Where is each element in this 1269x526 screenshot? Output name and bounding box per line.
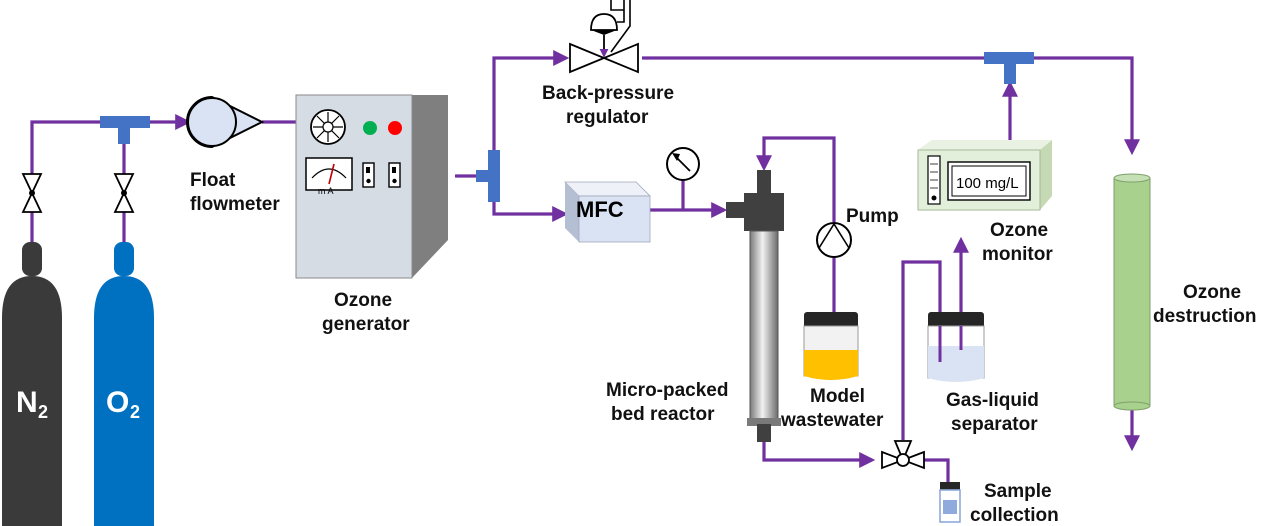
n2-shutoff-valve[interactable] xyxy=(21,173,43,213)
ozone-monitor-label-1: Ozone xyxy=(990,220,1048,241)
float-flowmeter-label-1: Float xyxy=(190,170,236,191)
ammeter-icon: m A xyxy=(305,157,353,196)
pipe-valve-to-sample xyxy=(922,458,950,482)
monitor-reading: 100 mg/L xyxy=(956,175,1019,192)
pressure-gauge-icon xyxy=(666,147,700,181)
n2-label: N xyxy=(16,386,38,419)
pipe-to-bpr xyxy=(492,50,570,150)
sample-label-2: collection xyxy=(970,505,1059,526)
float-flowmeter xyxy=(186,95,265,149)
sample-collection-vial xyxy=(939,482,961,523)
ozone-generator-label-1: Ozone xyxy=(334,290,392,311)
float-flowmeter-label-2: flowmeter xyxy=(190,194,280,215)
pipe-pump-to-reactor xyxy=(756,136,836,222)
gas-mixing-tee xyxy=(100,116,150,144)
top-tee xyxy=(984,52,1034,84)
ozone-generator: m A xyxy=(295,94,448,279)
o2-subscript: 2 xyxy=(130,402,140,422)
pipe-n2-line xyxy=(30,120,105,245)
n2-cylinder: N 2 xyxy=(2,242,62,526)
ozone-monitor-label-2: monitor xyxy=(982,244,1053,265)
wastewater-label-1: Model xyxy=(810,386,865,407)
bpr-label-1: Back-pressure xyxy=(542,83,674,104)
generator-dial-icon[interactable] xyxy=(310,109,346,145)
bpr-label-2: regulator xyxy=(566,107,649,128)
back-pressure-regulator[interactable] xyxy=(569,0,639,74)
destruction-label-2: destruction xyxy=(1153,306,1256,327)
pipe-valve-to-separator xyxy=(901,260,942,440)
separator-label-2: separator xyxy=(951,414,1038,435)
mass-flow-controller: MFC xyxy=(564,181,651,243)
micro-packed-bed-reactor xyxy=(726,170,784,442)
pipe-to-mfc xyxy=(492,202,569,222)
ozone-destruction-column xyxy=(1113,173,1151,411)
reactor-label-1: Micro-packed xyxy=(606,380,728,401)
pump-icon[interactable] xyxy=(816,222,852,258)
gas-liquid-separator xyxy=(927,312,985,382)
o2-cylinder: O 2 xyxy=(94,242,154,526)
ammeter-unit: m A xyxy=(318,186,334,196)
pipes xyxy=(30,50,1140,482)
pump-label: Pump xyxy=(846,206,899,227)
destruction-label-1: Ozone xyxy=(1183,282,1241,303)
green-indicator-light xyxy=(363,121,377,135)
separator-label-1: Gas-liquid xyxy=(946,390,1039,411)
o2-shutoff-valve[interactable] xyxy=(113,173,135,213)
three-way-valve[interactable] xyxy=(881,440,925,470)
wastewater-label-2: wastewater xyxy=(780,410,884,431)
red-indicator-light xyxy=(388,121,402,135)
ozone-generator-label-2: generator xyxy=(322,314,410,335)
sample-label-1: Sample xyxy=(984,481,1052,502)
switch-1-icon[interactable] xyxy=(362,162,375,188)
reactor-label-2: bed reactor xyxy=(611,404,715,425)
pipe-reactor-to-valve xyxy=(762,440,876,468)
mfc-label: MFC xyxy=(576,197,624,222)
o2-label: O xyxy=(106,386,129,419)
switch-2-icon[interactable] xyxy=(388,162,401,188)
n2-subscript: 2 xyxy=(38,402,48,422)
wastewater-bottle xyxy=(803,312,859,380)
split-tee xyxy=(476,150,500,202)
ozone-monitor: 100 mg/L xyxy=(917,140,1052,211)
pipe-to-destruction xyxy=(1030,56,1140,156)
